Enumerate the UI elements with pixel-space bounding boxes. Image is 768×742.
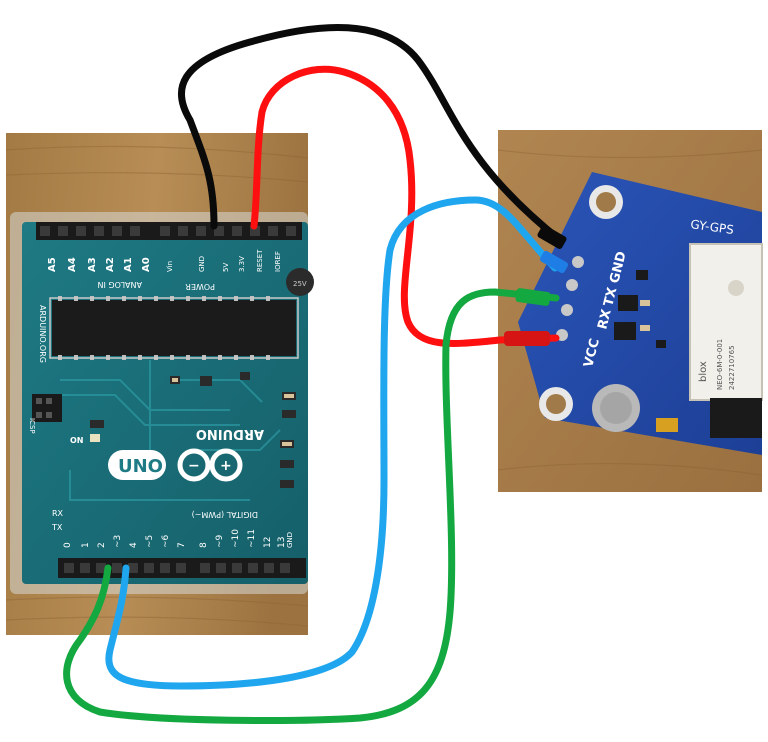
atmega-chip [52, 300, 296, 356]
digital-pin-label: 0 [63, 542, 73, 548]
gps-photo: GY-GPS VCC RX TX GND [497, 130, 763, 492]
black-wire [178, 23, 564, 244]
on-led [90, 434, 100, 442]
power-pin-label: 3.3V [238, 256, 246, 272]
digital-label: DIGITAL (PWM~) [192, 510, 258, 519]
digital-pin-label: 8 [199, 542, 209, 548]
arduino-photo: A5 A4 A3 A2 A1 A0 Vin GND 5V 3.3V RESET … [5, 133, 314, 635]
power-label: POWER [185, 282, 215, 291]
on-label: ON [70, 436, 84, 445]
digital-pin-label: 12 [263, 537, 273, 548]
module-name: GY-GPS [690, 217, 735, 237]
rx-label: RX [52, 509, 64, 518]
digital-pin-label: 4 [129, 542, 139, 548]
arduino-board [22, 222, 308, 584]
power-pin-label: IOREF [274, 251, 282, 272]
digital-pin-label: ~9 [215, 534, 225, 548]
analog-pin-label: A3 [87, 257, 98, 272]
digital-pin-label: ~10 [231, 529, 241, 548]
neo-6m-module [690, 244, 762, 400]
digital-pin-label: 2 [97, 542, 107, 548]
arduino-org-label: ARDUINO.ORG [38, 305, 47, 363]
analog-pin-label: A1 [123, 257, 134, 272]
arduino-logo: UNO − + [108, 448, 243, 482]
analog-pin-label: A5 [47, 257, 58, 272]
digital-pin-label: ~11 [247, 529, 257, 548]
analog-pin-label: A2 [105, 257, 116, 272]
capacitor [286, 268, 314, 296]
power-pin-label: RESET [256, 249, 264, 272]
red-connector [504, 331, 550, 346]
chip-socket [49, 297, 299, 359]
green-wire [63, 288, 560, 724]
chip-code: 2422710765 [728, 345, 736, 390]
capacitor [656, 418, 678, 432]
power-pin-label: GND [198, 256, 206, 272]
capacitor-label: 25V [293, 280, 307, 288]
analog-pin-label: A0 [141, 257, 152, 272]
vin-label: Vin [166, 261, 174, 272]
analog-in-label: ANALOG IN [98, 280, 143, 289]
arduino-brand: ARDUINO [196, 426, 264, 441]
digital-pin-label: ~5 [145, 535, 155, 548]
gps-pin-label: TX [601, 286, 620, 308]
icsp-header [32, 394, 62, 422]
chip-model: NEO-6M-0-001 [716, 339, 724, 390]
red-wire [250, 65, 560, 347]
digital-pin-label: 1 [81, 542, 91, 548]
power-pin-label: 5V [222, 263, 230, 272]
digital-pin-label: 13 [277, 537, 287, 548]
tx-label: TX [51, 523, 63, 532]
digital-pin-label: ~3 [113, 535, 123, 548]
gnd-label: GND [286, 532, 294, 548]
blue-connector [539, 250, 569, 274]
green-connector [515, 288, 551, 306]
uno-label: UNO [118, 456, 163, 477]
blue-wire [105, 196, 559, 690]
icsp-label: ICSP [28, 418, 36, 434]
svg-text:+: + [220, 458, 232, 474]
svg-text:−: − [188, 458, 200, 474]
gps-pin-label: VCC [581, 337, 603, 369]
wires [63, 23, 564, 724]
analog-pin-label: A4 [67, 257, 78, 272]
digital-pin-label: ~6 [161, 534, 171, 548]
digital-pin-label: 7 [177, 542, 187, 548]
chip-brand: blox [698, 361, 709, 382]
black-connector [537, 225, 567, 249]
wire-connectors [504, 225, 569, 346]
gps-pin-label: RX [595, 308, 614, 331]
